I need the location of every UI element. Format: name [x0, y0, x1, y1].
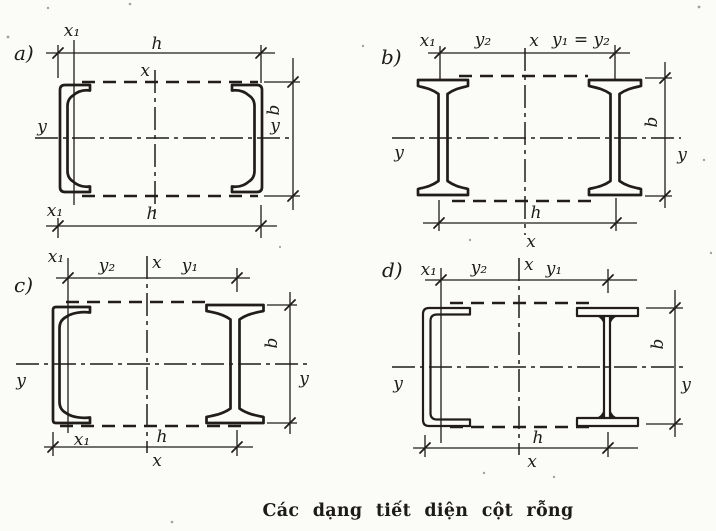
- axis-y-left-label: y: [15, 371, 26, 391]
- axis-y-left-label: y: [36, 117, 47, 137]
- dim-tick: [255, 47, 267, 59]
- axis-x-bottom-label: x: [526, 232, 536, 252]
- dim-tick: [62, 272, 74, 284]
- dim-tick: [287, 76, 299, 88]
- dim-h-bottom: h: [423, 198, 637, 231]
- dim-y1-label: y₁ = y₂: [551, 30, 610, 50]
- dim-tick: [52, 220, 64, 232]
- dim-h-label: h: [157, 427, 168, 447]
- panel-a-label: a): [14, 41, 34, 65]
- dim-tick: [255, 220, 267, 232]
- top-flange: [575, 306, 640, 318]
- dim-h-bottom: h x: [44, 427, 253, 471]
- dim-tick: [284, 299, 296, 311]
- axis-x1-bottom-label: x₁: [47, 201, 63, 221]
- dim-b-label: b: [264, 105, 284, 116]
- axis-x1-bottom-label: x₁: [74, 430, 90, 450]
- axis-x-top-label: x: [529, 31, 539, 51]
- panel-d: d) x₁ x y y y₂ y₁: [382, 255, 691, 472]
- dim-y2-y1-top: y₂ y₁: [56, 256, 250, 292]
- dim-h-top: h: [46, 34, 275, 83]
- scan-noise: [6, 2, 713, 524]
- bottom-flange: [575, 416, 640, 428]
- axis-x1-top-label: x₁: [421, 260, 437, 280]
- dim-tick: [659, 72, 671, 84]
- panel-d-label: d): [382, 258, 403, 282]
- dim-tick: [287, 190, 299, 202]
- dim-tick: [669, 418, 681, 430]
- axis-x-top-label: x: [524, 255, 534, 275]
- dim-h-bottom: h x: [413, 428, 638, 472]
- channel-section-left: [58, 83, 92, 194]
- axis-y-right-label: y: [676, 145, 687, 165]
- dim-y2-y1-top: y₂ y₁: [425, 258, 637, 293]
- dim-tick: [434, 47, 446, 59]
- i-beam-right: [575, 306, 640, 428]
- panel-b: b) x₁ x y y x y₂ y₁ = y₂: [381, 30, 687, 252]
- dim-y2-label: y₂: [474, 30, 492, 50]
- panel-b-label: b): [381, 45, 402, 69]
- dim-h-bottom: h: [46, 204, 277, 238]
- dim-tick: [284, 417, 296, 429]
- dim-b-label: b: [648, 339, 668, 350]
- dim-y2-y1-top: y₂ y₁ = y₂: [428, 30, 630, 79]
- dim-y1-label: y₁: [545, 259, 562, 279]
- dim-b-right: b: [642, 62, 672, 208]
- dim-h-label: h: [533, 428, 544, 448]
- dim-h-bottom-label: h: [147, 204, 158, 224]
- dim-h-label: h: [531, 203, 542, 223]
- dim-tick: [435, 274, 447, 286]
- dim-tick: [669, 302, 681, 314]
- i-beam-right: [587, 78, 643, 197]
- panel-c: c) x₁ x y y x₁ y₂ y₁ h: [14, 247, 312, 471]
- axis-x1-top-label: x₁: [64, 21, 80, 41]
- dim-b-label: b: [262, 338, 282, 349]
- dim-tick: [602, 274, 614, 286]
- axis-y-left-label: y: [393, 143, 404, 163]
- axis-x1-top-label: x₁: [420, 31, 436, 51]
- axis-x-top-label: x: [140, 61, 150, 81]
- dim-y2-label: y₂: [470, 258, 488, 278]
- dim-tick: [602, 442, 614, 454]
- dim-tick: [659, 190, 671, 202]
- dim-tick: [609, 47, 621, 59]
- dim-tick: [231, 272, 243, 284]
- axis-y-right-label: y: [298, 369, 309, 389]
- axis-x1-top-label: x₁: [48, 247, 64, 267]
- axis-x-bottom-label: x: [527, 452, 537, 472]
- channel-section-left: [51, 305, 92, 425]
- dim-h-top-label: h: [152, 34, 163, 54]
- axis-y-right-label: y: [269, 116, 280, 136]
- dim-tick: [419, 442, 431, 454]
- i-beam-left: [416, 78, 470, 197]
- axis-x-top-label: x: [152, 253, 162, 273]
- dim-b-label: b: [642, 117, 662, 128]
- dim-b-right: b: [262, 292, 297, 434]
- dim-tick: [610, 217, 622, 229]
- dim-tick: [433, 217, 445, 229]
- axis-y-left-label: y: [392, 374, 403, 394]
- panel-c-label: c): [14, 273, 33, 297]
- dim-b-right: b: [646, 290, 683, 437]
- dim-y2-label: y₂: [98, 256, 116, 276]
- web: [602, 314, 612, 420]
- dim-y1-label: y₁: [181, 256, 198, 276]
- dim-tick: [52, 47, 64, 59]
- figure-caption: Các dạng tiết diện cột rỗng: [263, 501, 574, 521]
- dim-b-right: b: [264, 58, 300, 210]
- channel-section-right: [230, 83, 264, 194]
- dim-tick: [47, 441, 59, 453]
- channel-section-left: [421, 306, 472, 428]
- axis-x-bottom-label: x: [152, 451, 162, 471]
- axis-y-right-label: y: [680, 375, 691, 395]
- panel-a: a) x₁ x y y x₁ h h: [14, 21, 300, 238]
- dim-tick: [231, 441, 243, 453]
- i-beam-right: [205, 303, 265, 425]
